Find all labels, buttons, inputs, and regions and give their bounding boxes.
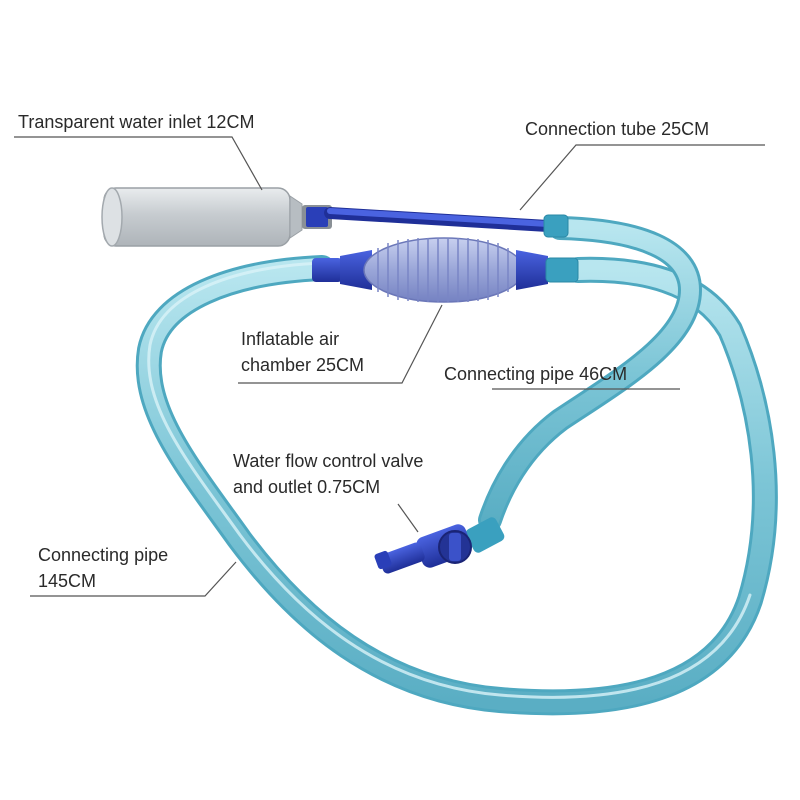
connection-tube-leader-line <box>519 144 765 211</box>
connecting-pipe-46-label: Connecting pipe 46CM <box>444 364 628 384</box>
air-chamber-leader-line <box>238 304 443 384</box>
air-chamber-label-line-1: Inflatable air <box>241 329 340 349</box>
transparent-water-inlet <box>101 187 332 247</box>
inflatable-air-chamber <box>312 237 579 303</box>
pipe-145-label-line-1: Connecting pipe <box>38 545 169 565</box>
air-chamber-label-line-2: chamber 25CM <box>241 355 365 375</box>
valve-label: Water flow control valve and outlet 0.75… <box>233 448 423 500</box>
pipe-145-label-line-2: 145CM <box>38 571 97 591</box>
air-chamber-label: Inflatable air chamber 25CM <box>241 326 364 378</box>
inlet-leader-line <box>14 136 263 191</box>
valve-label-line-2: and outlet 0.75CM <box>233 477 381 497</box>
valve-label-line-1: Water flow control valve <box>233 451 424 471</box>
leader-lines <box>14 136 765 597</box>
water-inlet-label: Transparent water inlet 12CM <box>18 112 255 132</box>
connection-tube-label: Connection tube 25CM <box>525 119 710 139</box>
connection-tube-25 <box>324 207 569 238</box>
flow-control-valve <box>374 517 505 574</box>
valve-leader-line <box>397 503 419 533</box>
connecting-pipe-145-label: Connecting pipe 145CM <box>38 542 168 594</box>
connecting-pipe-46 <box>478 216 703 532</box>
connecting-pipe-145 <box>135 255 778 716</box>
pipe-145-leader-line <box>30 561 237 597</box>
